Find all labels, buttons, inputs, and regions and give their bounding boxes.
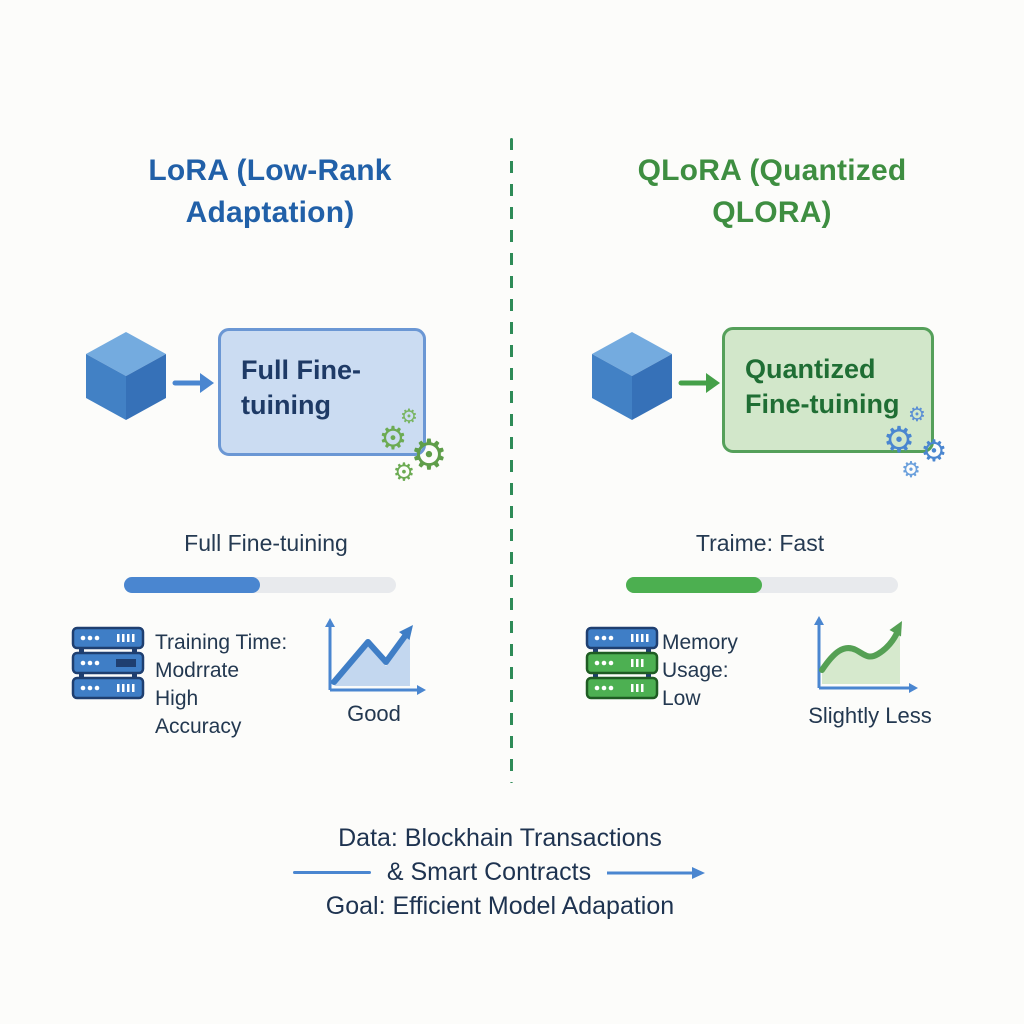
right-bar-label: Traime: Fast	[695, 530, 825, 556]
right-chart-caption: Slightly Less	[808, 703, 932, 728]
left-bar-label: Full Fine-tuining	[184, 530, 348, 556]
stats-line: High	[155, 687, 199, 710]
gear-icon: ⚙	[392, 458, 416, 487]
right-progress-bar	[626, 577, 898, 593]
gear-icon: ⚙	[908, 404, 926, 426]
arrow-right-icon	[678, 373, 720, 393]
gear-icon: ⚙	[400, 406, 418, 428]
footer-line2: & Smart Contracts	[200, 856, 800, 889]
left-chart-caption: Good	[347, 701, 401, 726]
right-arrow-icon	[607, 866, 706, 879]
left-process-box-label: Full Fine-tuining	[241, 355, 361, 421]
right-title: QLoRA (Quantized QLORA)	[637, 154, 907, 229]
gear-icon: ⚙	[920, 435, 948, 468]
right-process-box-label: Quantized Fine-tuining	[745, 354, 900, 420]
footer-line1: Data: Blockhain Transactions	[338, 824, 662, 852]
curve-chart-icon	[814, 616, 918, 693]
right-stats-text: Memory Usage: Low	[662, 629, 738, 713]
gear-icon: ⚙	[410, 431, 448, 478]
left-process-box: Full Fine-tuining	[218, 328, 426, 456]
server-stack-icon	[585, 626, 659, 700]
left-progress-fill	[124, 577, 260, 593]
stats-line: Accuracy	[155, 715, 242, 738]
cube-icon	[86, 332, 166, 420]
line-chart-icon	[325, 618, 426, 695]
cube-icon	[592, 332, 672, 420]
footer-line3: Goal: Efficient Model Adapation	[325, 892, 675, 920]
right-progress-fill	[626, 577, 762, 593]
stats-line: Usage:	[662, 659, 729, 682]
footer-block: Data: Blockhain Transactions & Smart Con…	[200, 822, 800, 923]
stats-line: Low	[662, 687, 701, 710]
right-process-box: Quantized Fine-tuining	[722, 327, 934, 453]
left-progress-bar	[124, 577, 396, 593]
arrow-right-icon	[172, 373, 214, 393]
gear-icon: ⚙	[378, 420, 408, 456]
left-title: LoRA (Low-Rank Adaptation)	[148, 154, 392, 229]
gear-icon: ⚙	[901, 457, 921, 482]
stats-line: Memory	[662, 631, 738, 654]
left-connector-line	[292, 871, 371, 874]
server-stack-icon	[71, 626, 145, 700]
stats-line: Training Time:	[155, 631, 288, 654]
left-stats-text: Training Time: Modrrate High Accuracy	[155, 629, 287, 741]
footer-line2-text: & Smart Contracts	[386, 858, 592, 886]
stats-line: Modrrate	[155, 659, 240, 682]
gear-icon: ⚙	[882, 419, 916, 460]
center-divider	[510, 138, 513, 783]
